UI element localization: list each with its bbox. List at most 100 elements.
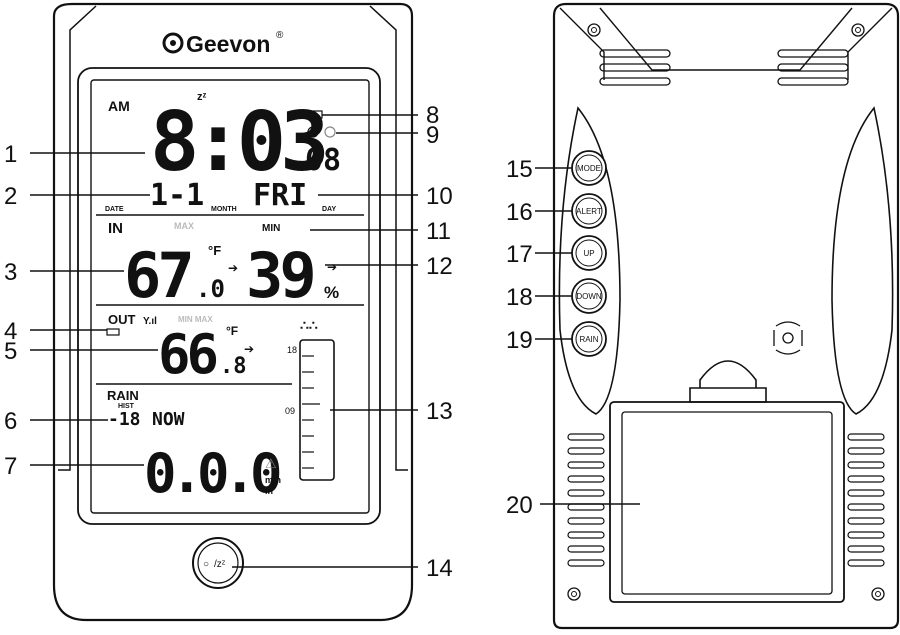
callout-9: 9 — [426, 122, 439, 149]
brand-pin-icon — [162, 32, 184, 54]
day-label: DAY — [322, 206, 336, 213]
rain-unit-in: in — [265, 486, 273, 496]
brand-logo: Geevon ® — [162, 30, 284, 57]
back-top-bevel — [559, 7, 893, 80]
callout-12: 12 — [426, 253, 453, 280]
month-label: MONTH — [211, 206, 237, 213]
lcd-contents: AM zᶻ 8:03 08 DATE 1-1 MONTH FRI DAY IN … — [105, 91, 341, 505]
alarm-icon — [307, 126, 319, 138]
back-right-grip — [831, 106, 894, 415]
gauge-mid-value: 09 — [285, 406, 295, 416]
brand-registered-mark: ® — [276, 30, 284, 41]
callout-10: 10 — [426, 183, 453, 210]
callout-8: 8 — [426, 102, 439, 129]
front-callout-lines — [30, 114, 418, 568]
outdoor-temperature-decimal: .8 — [220, 354, 247, 379]
snooze-indicator: zᶻ — [197, 91, 207, 103]
rain-button[interactable]: RAIN — [571, 321, 607, 357]
date-label: DATE — [105, 206, 124, 213]
alert-button-label: ALERT — [576, 207, 602, 216]
mode-button-label: MODE — [577, 164, 601, 173]
callout-6: 6 — [4, 408, 17, 435]
ampm-indicator: AM — [108, 98, 130, 114]
indoor-trend-arrow: ➔ — [228, 261, 238, 275]
down-button[interactable]: DOWN — [571, 278, 607, 314]
rain-gauge-tube — [299, 339, 335, 481]
callout-11: 11 — [426, 218, 451, 245]
signal-icon: Y.ıl — [143, 316, 157, 327]
battery-cover-inner — [621, 411, 833, 595]
back-view — [552, 2, 900, 630]
brand-name: Geevon — [186, 31, 270, 57]
up-button[interactable]: UP — [571, 235, 607, 271]
humidity-trend-arrow: ➔ — [327, 260, 337, 274]
callout-14: 14 — [426, 555, 453, 582]
back-left-grip — [558, 106, 621, 415]
back-callout-lines — [535, 167, 640, 505]
date-value: 1-1 — [150, 178, 204, 213]
callout-1: 1 — [4, 141, 17, 168]
indoor-min-label: MIN — [262, 223, 280, 234]
back-side-vents — [567, 433, 885, 567]
rain-label: RAIN — [107, 388, 139, 403]
indoor-humidity: 39 — [246, 239, 313, 312]
outdoor-minmax-label: MIN MAX — [178, 315, 213, 324]
down-button-label: DOWN — [576, 292, 602, 301]
front-view — [52, 2, 414, 622]
callout-15: 15 — [506, 156, 533, 183]
indoor-max-label: MAX — [174, 221, 194, 231]
callout-16: 16 — [506, 199, 533, 226]
rain-drops-icon: ∴∴ — [300, 317, 318, 333]
battery-compartment-cover[interactable] — [609, 401, 845, 603]
alert-button[interactable]: ALERT — [571, 193, 607, 229]
rain-button-label: RAIN — [579, 335, 598, 344]
hist-label: HIST — [118, 403, 135, 410]
outdoor-temperature-unit: °F — [226, 324, 238, 338]
outdoor-trend-arrow: ➔ — [244, 342, 254, 356]
back-body-outline — [552, 2, 900, 630]
alarm-icons — [307, 126, 336, 138]
callout-17: 17 — [506, 241, 533, 268]
rain-gauge-ticks — [302, 355, 320, 469]
light-icon: ○ — [203, 559, 209, 570]
gauge-top-value: 18 — [287, 345, 297, 355]
callout-5: 5 — [4, 338, 17, 365]
outdoor-temperature: 66 — [158, 323, 217, 386]
callout-3: 3 — [4, 259, 17, 286]
up-button-label: UP — [583, 249, 594, 258]
weekday-value: FRI — [253, 178, 307, 213]
lcd-bezel — [77, 67, 381, 525]
front-body-outline — [52, 2, 414, 622]
clock-seconds: 08 — [305, 143, 341, 178]
rain-alert-icon: ⚠ — [265, 456, 277, 471]
callout-19: 19 — [506, 327, 533, 354]
back-top-vents — [599, 49, 849, 86]
callout-7: 7 — [4, 453, 17, 480]
indoor-temperature-unit: °F — [208, 243, 221, 258]
front-callout-numbers: 1 2 3 4 5 6 7 8 9 10 11 12 13 14 — [4, 102, 453, 582]
back-buttons: MODE ALERT UP DOWN RAIN — [571, 150, 607, 357]
humidity-unit: % — [324, 283, 339, 302]
lcd-screen — [90, 79, 370, 514]
light-snooze-button[interactable] — [192, 537, 244, 589]
now-label: NOW — [152, 409, 185, 430]
callout-4: 4 — [4, 318, 17, 345]
indoor-label: IN — [108, 220, 123, 237]
back-callout-numbers: 15 16 17 18 19 20 — [506, 156, 533, 519]
callout-2: 2 — [4, 183, 17, 210]
indoor-temperature: 67 — [124, 239, 191, 312]
light-snooze-button-inner — [197, 542, 239, 584]
callout-20: 20 — [506, 492, 533, 519]
outdoor-label: OUT — [108, 312, 136, 327]
clock-time: 8:03 — [150, 95, 325, 190]
back-stand[interactable] — [689, 360, 767, 403]
speaker-icon — [773, 321, 803, 355]
mode-button[interactable]: MODE — [571, 150, 607, 186]
callout-18: 18 — [506, 284, 533, 311]
front-right-grip — [369, 5, 408, 471]
light-snooze-label: /zᶻ — [214, 559, 226, 570]
callout-13: 13 — [426, 398, 453, 425]
alarm-off-icon — [324, 126, 336, 138]
outdoor-battery-icon — [106, 328, 120, 336]
